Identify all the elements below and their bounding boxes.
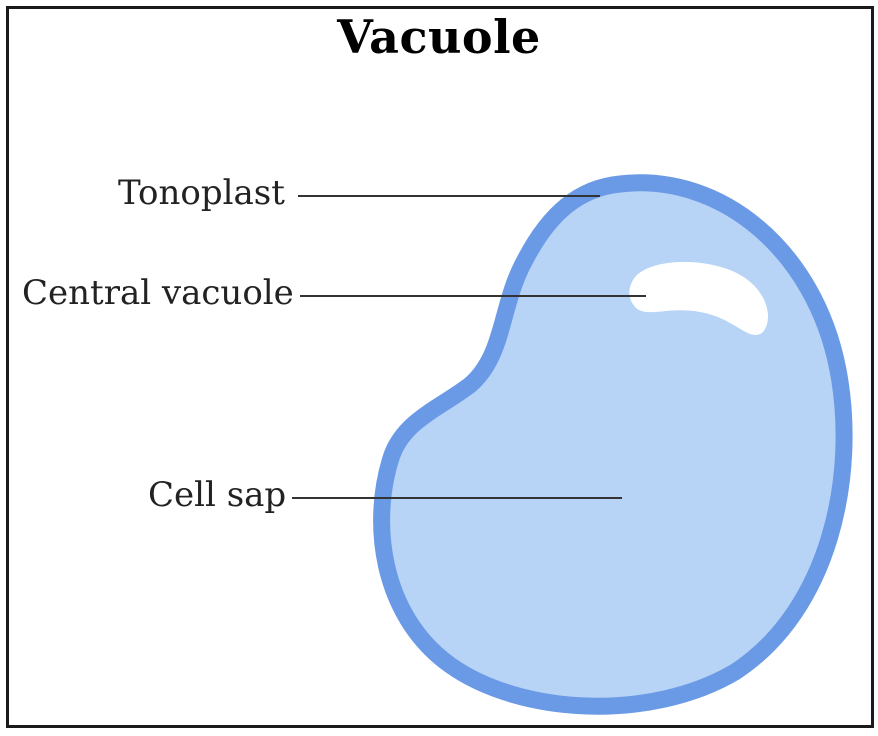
vacuole-shape (382, 183, 844, 706)
cell-sap-label: Cell sap (148, 478, 286, 512)
central-vacuole-label: Central vacuole (22, 276, 294, 310)
tonoplast-label: Tonoplast (118, 176, 285, 210)
